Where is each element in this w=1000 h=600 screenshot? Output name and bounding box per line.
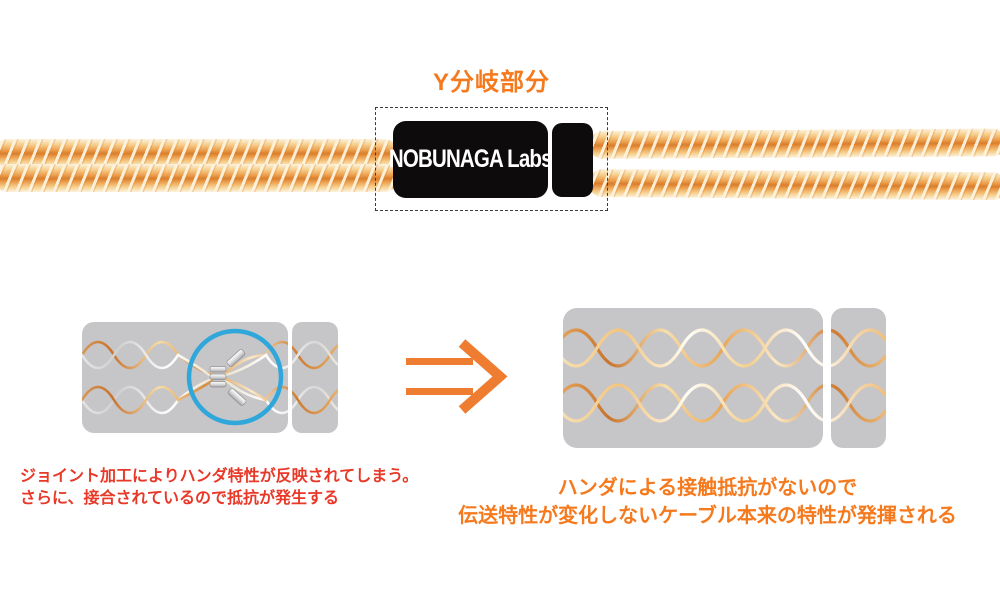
cable-rope-left-lower xyxy=(0,164,398,192)
solderless-cable-diagram xyxy=(563,308,886,448)
brand-logo: NOBUNAGA Labs xyxy=(389,145,553,173)
solder-joint-lower-icon xyxy=(227,388,247,406)
cable-rope-left-upper xyxy=(0,139,398,167)
jointed-cable-diagram xyxy=(82,322,338,433)
left-caption-line1: ジョイント加工によりハンダ特性が反映されてしまう。 xyxy=(20,468,419,485)
jointed-strands xyxy=(82,340,338,415)
arrow-right-icon xyxy=(406,339,508,414)
continuous-strands xyxy=(563,328,886,423)
right-caption-line1: ハンダによる接触抵抗がないので xyxy=(557,477,858,499)
cable-rope-right-lower xyxy=(588,169,1000,201)
joint-highlight-circle xyxy=(186,328,284,426)
y-split-label: Y分岐部分 xyxy=(432,69,550,96)
splitter-strain-relief xyxy=(552,123,593,197)
left-caption-line2: さらに、接合されているので抵抗が発生する xyxy=(20,490,340,507)
left-panel xyxy=(82,322,288,433)
right-caption-line2: 伝送特性が変化しないケーブル本来の特性が発揮される xyxy=(458,505,957,527)
left-panel-segment xyxy=(292,322,338,433)
right-caption: ハンダによる接触抵抗がないので 伝送特性が変化しないケーブル本来の特性が発揮され… xyxy=(440,474,975,530)
right-panel-segment xyxy=(831,308,886,448)
cable-rope-right-upper xyxy=(588,128,1000,159)
left-caption: ジョイント加工によりハンダ特性が反映されてしまう。 さらに、接合されているので抵… xyxy=(20,466,418,510)
splitter-body: NOBUNAGA Labs xyxy=(389,121,553,198)
y-split-highlight-box xyxy=(375,107,608,211)
solder-crimp-icon xyxy=(209,366,227,388)
solder-joint-upper-icon xyxy=(226,349,246,367)
